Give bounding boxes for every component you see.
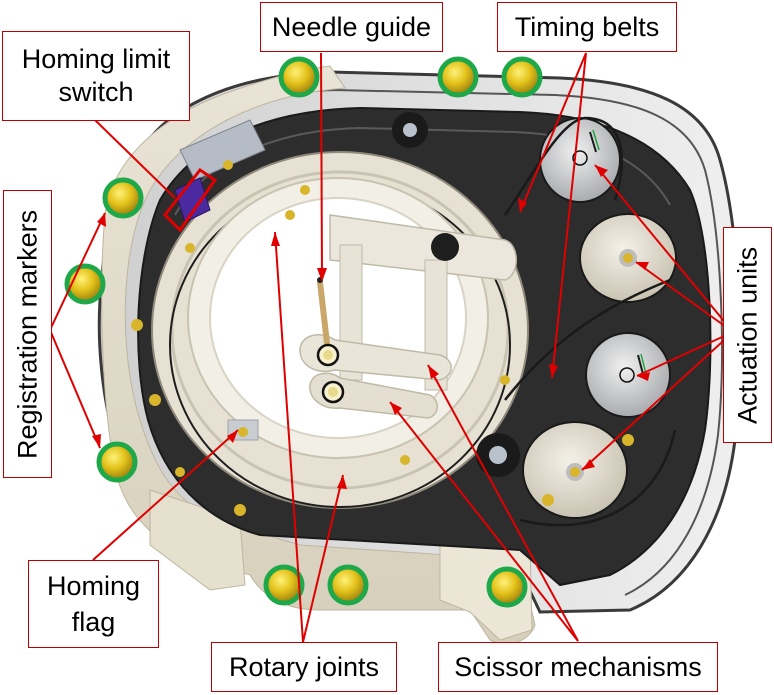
callout-homing-flag-line1: Homing	[46, 571, 141, 601]
leader-registration-1	[49, 212, 106, 331]
callout-homing-limit-switch-line2: switch	[58, 77, 134, 107]
registration-marker	[501, 56, 543, 98]
needle-icon	[317, 279, 331, 355]
callout-rotary-joints: Rotary joints	[211, 642, 397, 692]
actuation-unit	[539, 117, 621, 203]
callout-timing-belts: Timing belts	[497, 2, 677, 52]
actuation-units	[392, 112, 677, 519]
callout-homing-limit-switch-line1: Homing limit	[21, 44, 171, 74]
leader-actuation-1	[594, 164, 734, 333]
leader-registration-2	[49, 329, 101, 449]
leader-scissor-1	[427, 364, 579, 642]
scissor-mechanism	[299, 214, 517, 419]
callout-homing-flag: Homing flag	[28, 560, 159, 648]
actuation-unit	[579, 213, 677, 303]
registration-marker	[102, 177, 144, 219]
pivot-knob-icon	[431, 233, 459, 261]
registration-marker	[96, 441, 138, 483]
callout-homing-flag-line2: flag	[71, 607, 116, 637]
registration-marker	[486, 566, 528, 608]
callout-scissor-mechanisms: Scissor mechanisms	[438, 642, 718, 692]
actuation-unit	[585, 332, 671, 418]
registration-marker	[327, 564, 369, 606]
leader-timing-belts-2	[551, 52, 587, 379]
leader-actuation-4	[581, 331, 734, 471]
callout-needle-guide-text: Needle guide	[271, 12, 432, 42]
callout-needle-guide: Needle guide	[260, 2, 443, 52]
callout-actuation-units-text: Actuation units	[732, 246, 763, 424]
leader-lines	[49, 52, 734, 643]
callout-registration-markers-text: Registration markers	[12, 209, 43, 459]
timing-belts	[503, 116, 677, 527]
screws	[131, 160, 634, 516]
actuation-unit	[522, 421, 628, 519]
registration-markers	[64, 56, 543, 608]
callout-actuation-units: Actuation units	[723, 227, 772, 443]
homing-limit-switch	[163, 119, 266, 233]
leader-needle-guide	[320, 52, 323, 276]
callout-scissor-mechanisms-text: Scissor mechanisms	[454, 652, 702, 682]
leader-rotary-1	[274, 231, 304, 643]
leader-actuation-3	[636, 331, 734, 377]
leader-scissor-2	[389, 401, 579, 642]
callout-rotary-joints-text: Rotary joints	[228, 652, 380, 682]
callout-registration-markers: Registration markers	[3, 190, 52, 478]
registration-marker	[64, 263, 106, 305]
callout-homing-limit-switch: Homing limit switch	[2, 31, 190, 121]
arrowheads	[92, 165, 650, 489]
registration-marker	[278, 56, 320, 98]
leader-homing-limit-switch	[94, 119, 176, 199]
leader-timing-belts-1	[519, 52, 587, 213]
registration-marker	[437, 56, 479, 98]
callout-timing-belts-text: Timing belts	[514, 12, 660, 42]
registration-marker	[263, 564, 305, 606]
leader-actuation-2	[635, 261, 734, 333]
leader-rotary-2	[302, 474, 344, 643]
leader-homing-flag	[92, 429, 239, 561]
